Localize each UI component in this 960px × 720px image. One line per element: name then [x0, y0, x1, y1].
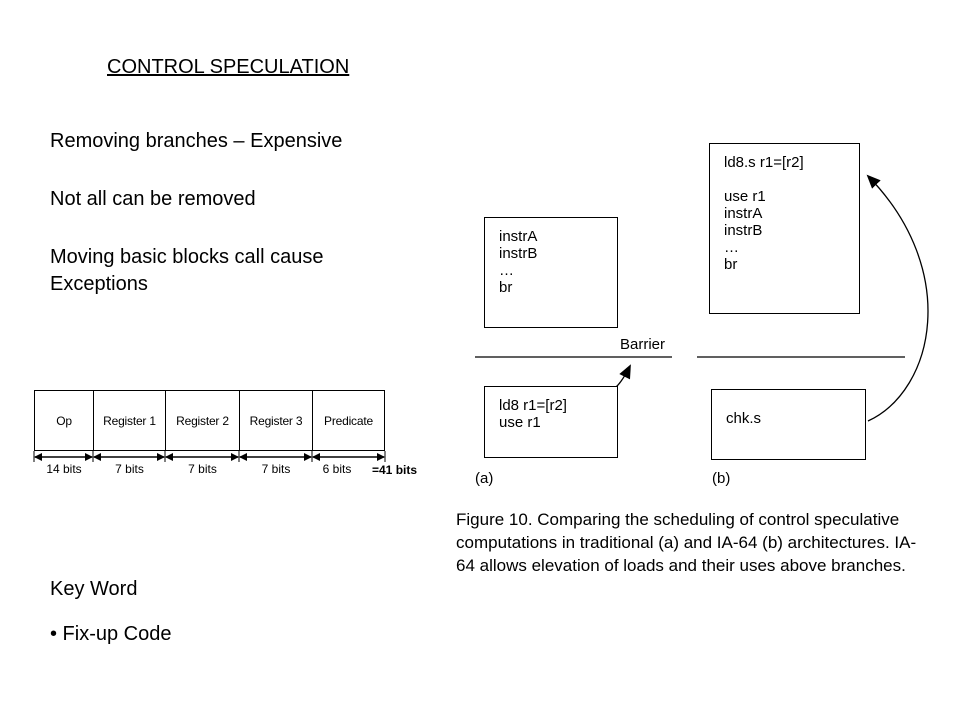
bullet-not-all-removed: Not all can be removed [50, 188, 256, 210]
hoist-arrow-a [614, 364, 631, 389]
key-word-heading: Key Word [50, 578, 138, 600]
label-b: (b) [712, 470, 731, 487]
bits-predicate: 6 bits [322, 462, 352, 476]
slide-title: CONTROL SPECULATION [107, 56, 350, 78]
bullet-removing-branches: Removing branches – Expensive [50, 130, 343, 152]
code-line: instrA [724, 205, 763, 222]
code-line: use r1 [724, 188, 766, 205]
code-line: use r1 [499, 414, 541, 431]
code-line: ld8 r1=[r2] [499, 397, 567, 414]
code-line: instrA [499, 228, 538, 245]
barrier-label: Barrier [620, 336, 666, 353]
total-bits: =41 bits [372, 463, 418, 477]
caption-line: computations in traditional (a) and IA-6… [456, 533, 917, 552]
block-a-bottom: ld8 r1=[r2] use r1 [484, 386, 618, 458]
code-line: … [724, 239, 739, 256]
caption-line: Figure 10. Comparing the scheduling of c… [456, 510, 900, 529]
bits-op: 14 bits [46, 462, 82, 476]
bullet-moving-basic-blocks: Moving basic blocks call cause [50, 246, 324, 268]
code-line: br [499, 279, 513, 296]
code-line-spacer [724, 171, 845, 188]
code-line: chk.s [726, 410, 762, 427]
block-a-top: instrA instrB … br [484, 217, 618, 328]
field-op: Op [34, 390, 94, 451]
caption-line: 64 allows elevation of loads and their u… [456, 556, 906, 575]
code-line: … [499, 262, 514, 279]
key-word-item: • Fix-up Code [50, 623, 172, 645]
bits-register-3: 7 bits [261, 462, 291, 476]
bullet-exceptions: Exceptions [50, 273, 148, 295]
code-line: instrB [499, 245, 538, 262]
code-line: instrB [724, 222, 763, 239]
bits-register-1: 7 bits [115, 462, 144, 476]
code-line: br [724, 256, 738, 273]
label-a: (a) [475, 470, 494, 487]
field-register-2: Register 2 [165, 390, 240, 451]
field-register-1: Register 1 [93, 390, 166, 451]
block-b-bottom: chk.s [711, 389, 866, 460]
field-predicate: Predicate [312, 390, 385, 451]
code-line: ld8.s r1=[r2] [724, 154, 804, 171]
bits-register-2: 7 bits [188, 462, 217, 476]
field-register-3: Register 3 [239, 390, 313, 451]
recovery-arrow-b [866, 174, 929, 422]
figure-caption: Figure 10. Comparing the scheduling of c… [456, 508, 956, 577]
block-b-top: ld8.s r1=[r2] use r1 instrA instrB … br [709, 143, 860, 314]
